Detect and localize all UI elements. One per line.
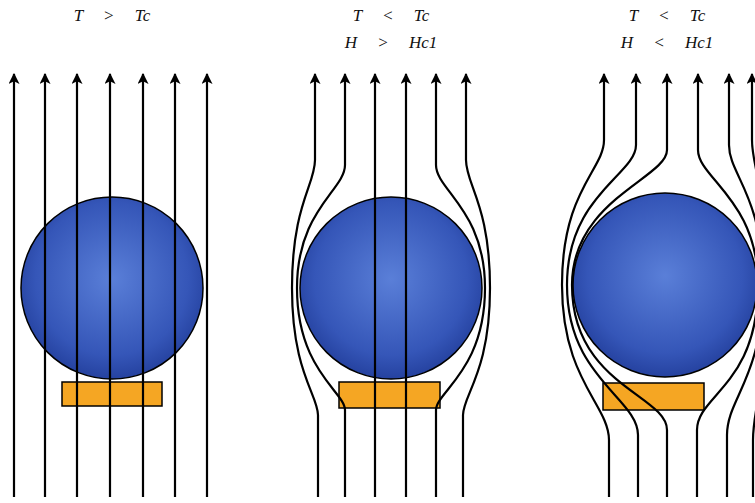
superconductor-sphere: [300, 197, 482, 379]
orange-plate: [339, 382, 440, 408]
field-lines: [562, 74, 755, 497]
state-label: T < Tc: [353, 6, 430, 26]
state-label: T > Tc: [74, 6, 151, 26]
orange-plate: [603, 383, 704, 410]
state-label: H < Hc1: [621, 33, 714, 53]
state-label: H > Hc1: [345, 33, 438, 53]
superconductor-sphere: [573, 193, 755, 377]
panel-normal: [14, 74, 207, 497]
field-lines: [14, 74, 207, 497]
panel-meissner: [562, 74, 755, 497]
field-lines: [292, 74, 490, 497]
panel-mixed: [292, 74, 490, 497]
state-label: T < Tc: [629, 6, 706, 26]
